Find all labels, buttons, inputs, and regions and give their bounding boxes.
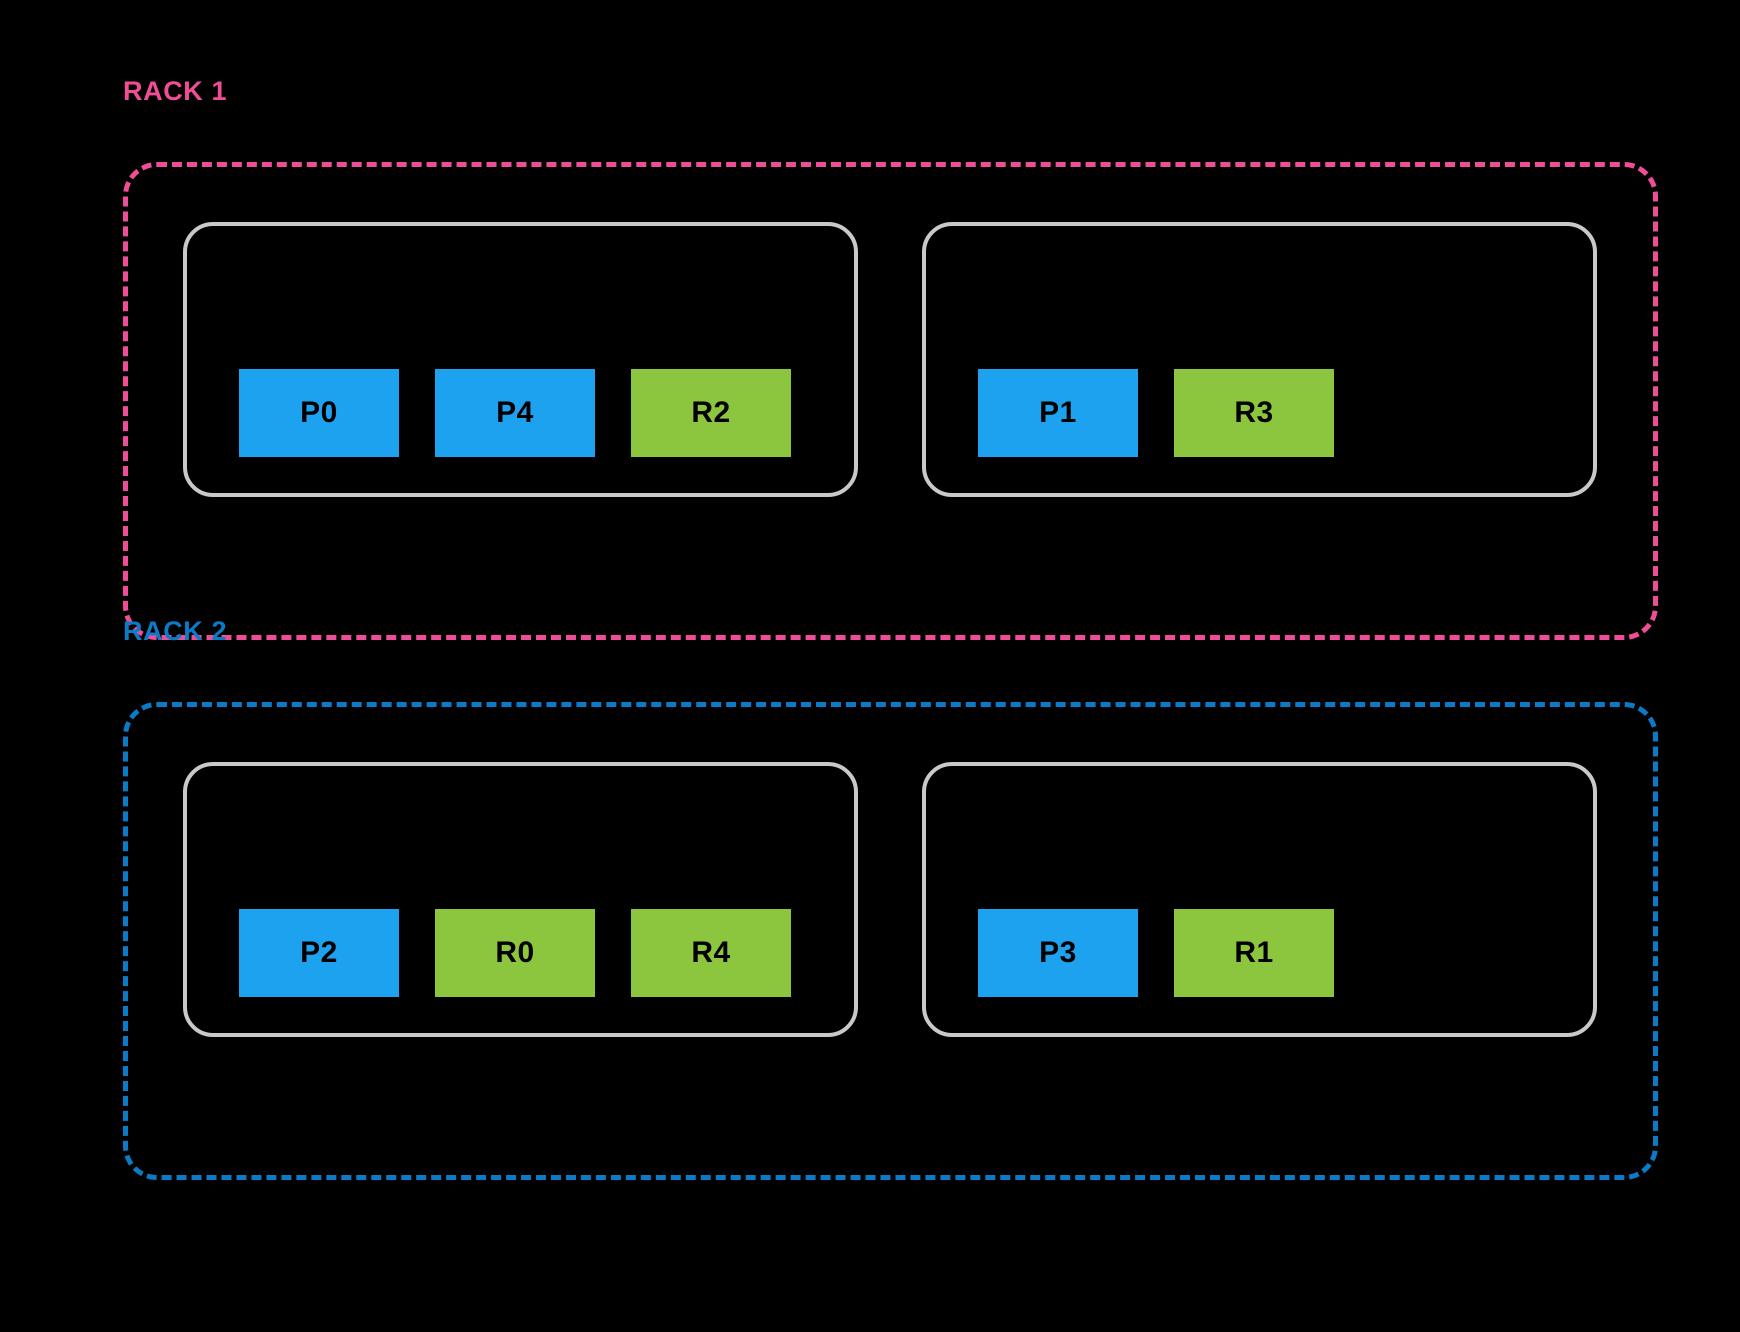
rack-1-node-2[interactable]: P1 R3	[922, 222, 1597, 497]
rack-2-node-1[interactable]: P2 R0 R4	[183, 762, 858, 1037]
rack-2-label: RACK 2	[123, 616, 228, 646]
rack-1-node-1[interactable]: P0 P4 R2	[183, 222, 858, 497]
slot-p2[interactable]: P2	[239, 909, 399, 997]
slot-r3[interactable]: R3	[1174, 369, 1334, 457]
slot-r0[interactable]: R0	[435, 909, 595, 997]
slot-p3[interactable]: P3	[978, 909, 1138, 997]
slot-r2[interactable]: R2	[631, 369, 791, 457]
rack-1-boundary: P0 P4 R2 P1 R3	[123, 162, 1658, 640]
rack-2-node-2[interactable]: P3 R1	[922, 762, 1597, 1037]
rack-2-node-2-slots: P3 R1	[978, 909, 1334, 997]
slot-p4[interactable]: P4	[435, 369, 595, 457]
rack-2-boundary: P2 R0 R4 P3 R1	[123, 702, 1658, 1180]
slot-r1[interactable]: R1	[1174, 909, 1334, 997]
rack-1-label: RACK 1	[123, 76, 228, 106]
slot-p1[interactable]: P1	[978, 369, 1138, 457]
rack-2-node-1-slots: P2 R0 R4	[239, 909, 791, 997]
rack-1-node-1-slots: P0 P4 R2	[239, 369, 791, 457]
rack-1-node-2-slots: P1 R3	[978, 369, 1334, 457]
slot-p0[interactable]: P0	[239, 369, 399, 457]
slot-r4[interactable]: R4	[631, 909, 791, 997]
